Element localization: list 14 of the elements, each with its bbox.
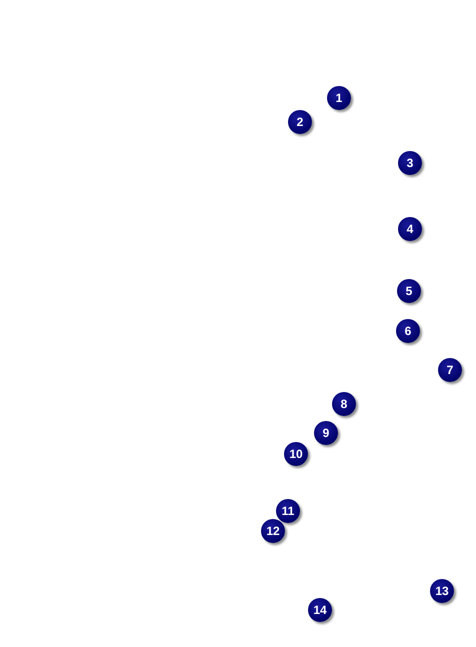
callout-number: 3: [398, 151, 422, 175]
callout-number: 8: [332, 392, 356, 416]
callout-number: 14: [308, 598, 332, 622]
callout-number: 10: [284, 442, 308, 466]
callout-number: 6: [396, 319, 420, 343]
callout-number: 1: [327, 86, 351, 110]
callout-number: 11: [276, 499, 300, 523]
callout-number: 2: [288, 110, 312, 134]
callout-number: 5: [397, 279, 421, 303]
callout-number: 12: [261, 519, 285, 543]
callout-number: 13: [430, 579, 454, 603]
callout-number: 7: [438, 358, 462, 382]
callout-number: 4: [398, 217, 422, 241]
callout-number: 9: [314, 421, 338, 445]
